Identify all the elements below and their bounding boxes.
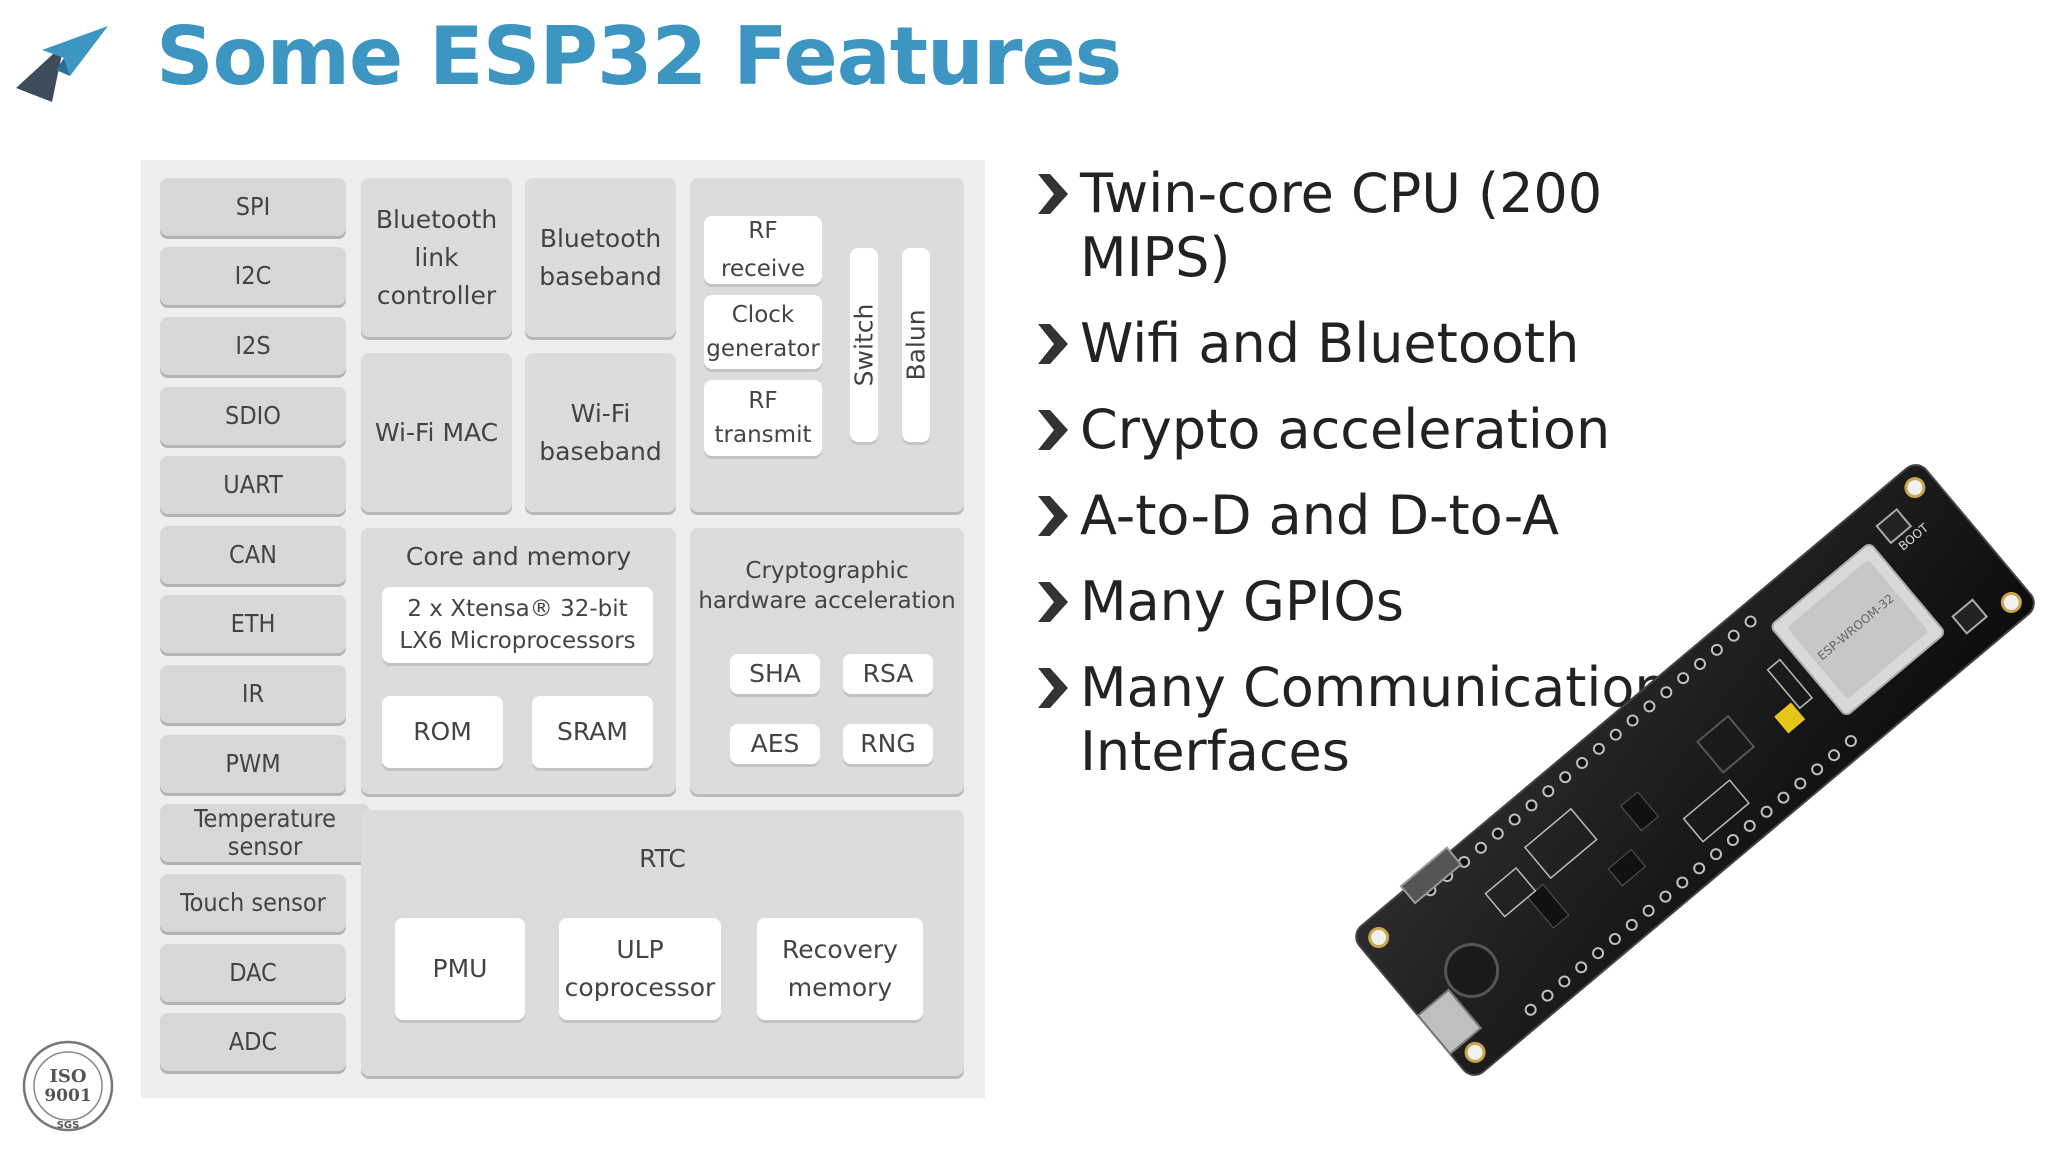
interface-dac: DAC xyxy=(160,944,346,1002)
core-memory-title: Core and memory xyxy=(405,542,632,571)
chevron-right-icon xyxy=(1038,324,1068,364)
rf-transmit-box: RF transmit xyxy=(704,380,822,456)
bullet-text: A-to-D and D-to-A xyxy=(1080,484,1559,547)
crypto-block: Cryptographic hardware acceleration SHA … xyxy=(690,528,964,794)
clock-generator-box: Clock generator xyxy=(704,295,822,369)
wifi-mac-block: Wi-Fi MAC xyxy=(361,353,512,512)
rng-box: RNG xyxy=(843,724,933,764)
rsa-box: RSA xyxy=(843,654,933,694)
interface-can: CAN xyxy=(160,526,346,584)
interface-spi: SPI xyxy=(160,178,346,236)
chevron-right-icon xyxy=(1038,410,1068,450)
interface-adc: ADC xyxy=(160,1013,346,1071)
list-item: Crypto acceleration xyxy=(1038,398,1738,462)
bullet-text: Many GPIOs xyxy=(1080,570,1404,633)
switch-label: Switch xyxy=(849,303,879,387)
svg-text:9001: 9001 xyxy=(44,1086,91,1106)
rf-receive-box: RF receive xyxy=(704,216,822,284)
feature-list: Twin-core CPU (200 MIPS) Wifi and Blueto… xyxy=(1038,162,1738,806)
balun-label: Balun xyxy=(901,309,931,381)
iso-9001-badge-icon: ISO 9001 SGS xyxy=(22,1040,114,1132)
svg-text:SGS: SGS xyxy=(57,1120,80,1131)
pmu-box: PMU xyxy=(395,918,525,1020)
ulp-box: ULP coprocessor xyxy=(559,918,721,1020)
bullet-text: Wifi and Bluetooth xyxy=(1080,312,1580,375)
wifi-mac-label: Wi-Fi MAC xyxy=(374,417,499,447)
list-item: A-to-D and D-to-A xyxy=(1038,484,1738,548)
list-item: Twin-core CPU (200 MIPS) xyxy=(1038,162,1738,290)
wifi-baseband-label: Wi-Fi baseband xyxy=(539,398,662,466)
paper-plane-logo-icon xyxy=(16,26,108,102)
interface-sdio: SDIO xyxy=(160,387,346,445)
rtc-block: RTC PMU ULP coprocessor Recovery memory xyxy=(361,810,964,1076)
interface-eth: ETH xyxy=(160,595,346,653)
core-memory-block: Core and memory 2 x Xtensa® 32-bit LX6 M… xyxy=(361,528,676,794)
bluetooth-baseband-label: Bluetooth baseband xyxy=(539,223,662,291)
rtc-title: RTC xyxy=(639,844,686,873)
list-item: Many GPIOs xyxy=(1038,570,1738,634)
sram-box: SRAM xyxy=(532,696,653,768)
chevron-right-icon xyxy=(1038,582,1068,622)
switch-box: Switch xyxy=(849,248,879,442)
sha-box: SHA xyxy=(730,654,820,694)
interface-i2s: I2S xyxy=(160,317,346,375)
balun-box: Balun xyxy=(901,248,931,442)
chevron-right-icon xyxy=(1038,496,1068,536)
chevron-right-icon xyxy=(1038,174,1068,214)
recovery-memory-box: Recovery memory xyxy=(757,918,923,1020)
bluetooth-baseband-block: Bluetooth baseband xyxy=(525,178,676,337)
cpu-box: 2 x Xtensa® 32-bit LX6 Microprocessors xyxy=(382,587,653,663)
interface-ir: IR xyxy=(160,665,346,723)
bluetooth-link-label: Bluetooth link controller xyxy=(375,204,498,310)
interface-uart: UART xyxy=(160,456,346,514)
aes-box: AES xyxy=(730,724,820,764)
rf-block: RF receive Clock generator RF transmit S… xyxy=(690,178,964,512)
crypto-title: Cryptographic hardware acceleration xyxy=(698,558,956,614)
esp32-block-diagram: SPI I2C I2S SDIO UART CAN ETH IR PWM Tem… xyxy=(141,160,985,1098)
interface-touch-sensor: Touch sensor xyxy=(160,874,346,932)
bullet-text: Twin-core CPU (200 MIPS) xyxy=(1080,162,1603,289)
interface-pwm: PWM xyxy=(160,735,346,793)
list-item: Wifi and Bluetooth xyxy=(1038,312,1738,376)
interface-temperature-sensor: Temperature sensor xyxy=(160,804,370,862)
bluetooth-link-block: Bluetooth link controller xyxy=(361,178,512,337)
slide-title: Some ESP32 Features xyxy=(156,10,1122,103)
svg-text:ISO: ISO xyxy=(49,1066,86,1087)
list-item: Many Communication Interfaces xyxy=(1038,656,1720,784)
interface-i2c: I2C xyxy=(160,247,346,305)
esp32-board-image-icon: ESP-WROOM-32 BOOT xyxy=(1355,464,2035,1076)
rom-box: ROM xyxy=(382,696,503,768)
chevron-right-icon xyxy=(1038,668,1068,708)
wifi-baseband-block: Wi-Fi baseband xyxy=(525,353,676,512)
bullet-text: Many Communication Interfaces xyxy=(1080,656,1669,783)
bullet-text: Crypto acceleration xyxy=(1080,398,1611,461)
